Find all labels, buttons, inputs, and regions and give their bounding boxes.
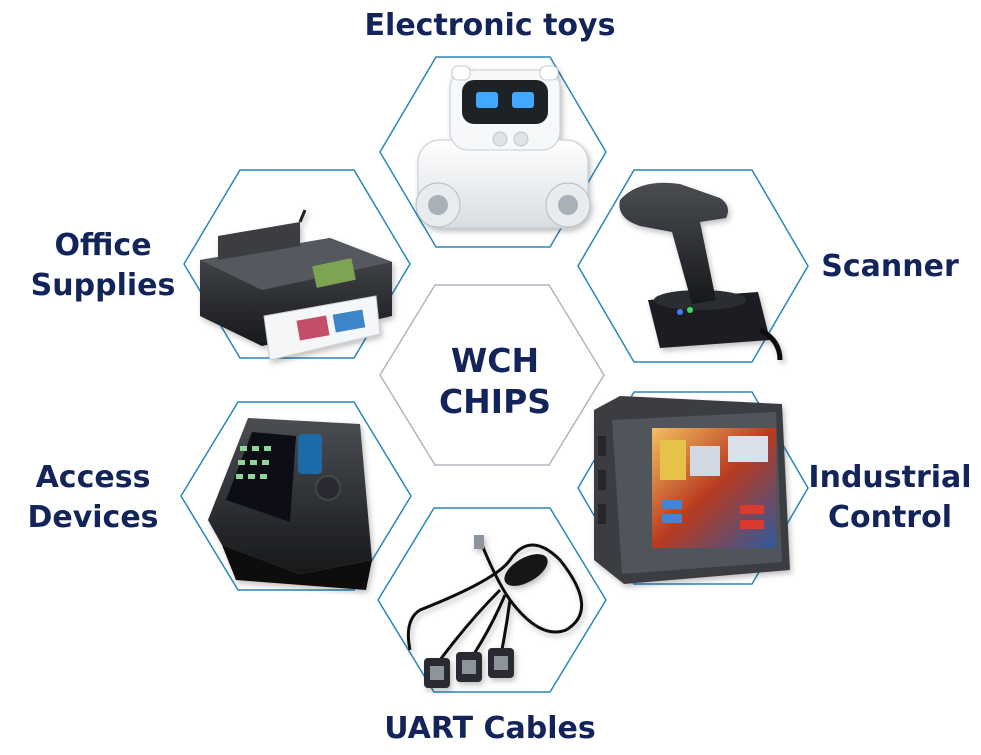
serial-cable-icon — [406, 535, 583, 688]
printer-icon — [200, 209, 392, 361]
hexagon-access-devices — [180, 401, 412, 591]
barcode-scanner-icon — [619, 182, 783, 361]
label-access-devices-line1: Access — [35, 460, 151, 495]
label-uart-cables-text: UART Cables — [384, 711, 596, 746]
label-office-supplies: Office Supplies — [18, 226, 188, 306]
robot-toy-icon — [415, 65, 591, 229]
hexagon-industrial-control — [577, 391, 809, 585]
hexagon-electronic-toys — [379, 56, 607, 248]
label-access-devices: Access Devices — [8, 458, 178, 538]
label-industrial-control-line1: Industrial — [808, 460, 972, 495]
label-electronic-toys: Electronic toys — [330, 6, 650, 46]
center-hexagon — [379, 284, 605, 466]
label-scanner: Scanner — [810, 247, 970, 287]
center-label-line2: CHIPS — [438, 382, 552, 421]
label-office-supplies-line2: Supplies — [30, 268, 176, 303]
label-scanner-text: Scanner — [821, 249, 959, 284]
hexagon-scanner — [577, 169, 809, 363]
hmi-touch-panel-icon — [594, 396, 790, 584]
label-industrial-control-line2: Control — [827, 500, 952, 535]
label-industrial-control: Industrial Control — [800, 458, 980, 538]
label-uart-cables: UART Cables — [340, 709, 640, 749]
label-office-supplies-line1: Office — [54, 228, 152, 263]
label-access-devices-line2: Devices — [27, 500, 159, 535]
center-label-line1: WCH — [450, 341, 540, 380]
center-label: WCH CHIPS — [420, 340, 570, 422]
access-terminal-icon — [208, 418, 372, 590]
hexagon-office-supplies — [183, 169, 411, 361]
label-electronic-toys-text: Electronic toys — [364, 8, 616, 43]
hexagon-uart-cables — [377, 507, 607, 693]
